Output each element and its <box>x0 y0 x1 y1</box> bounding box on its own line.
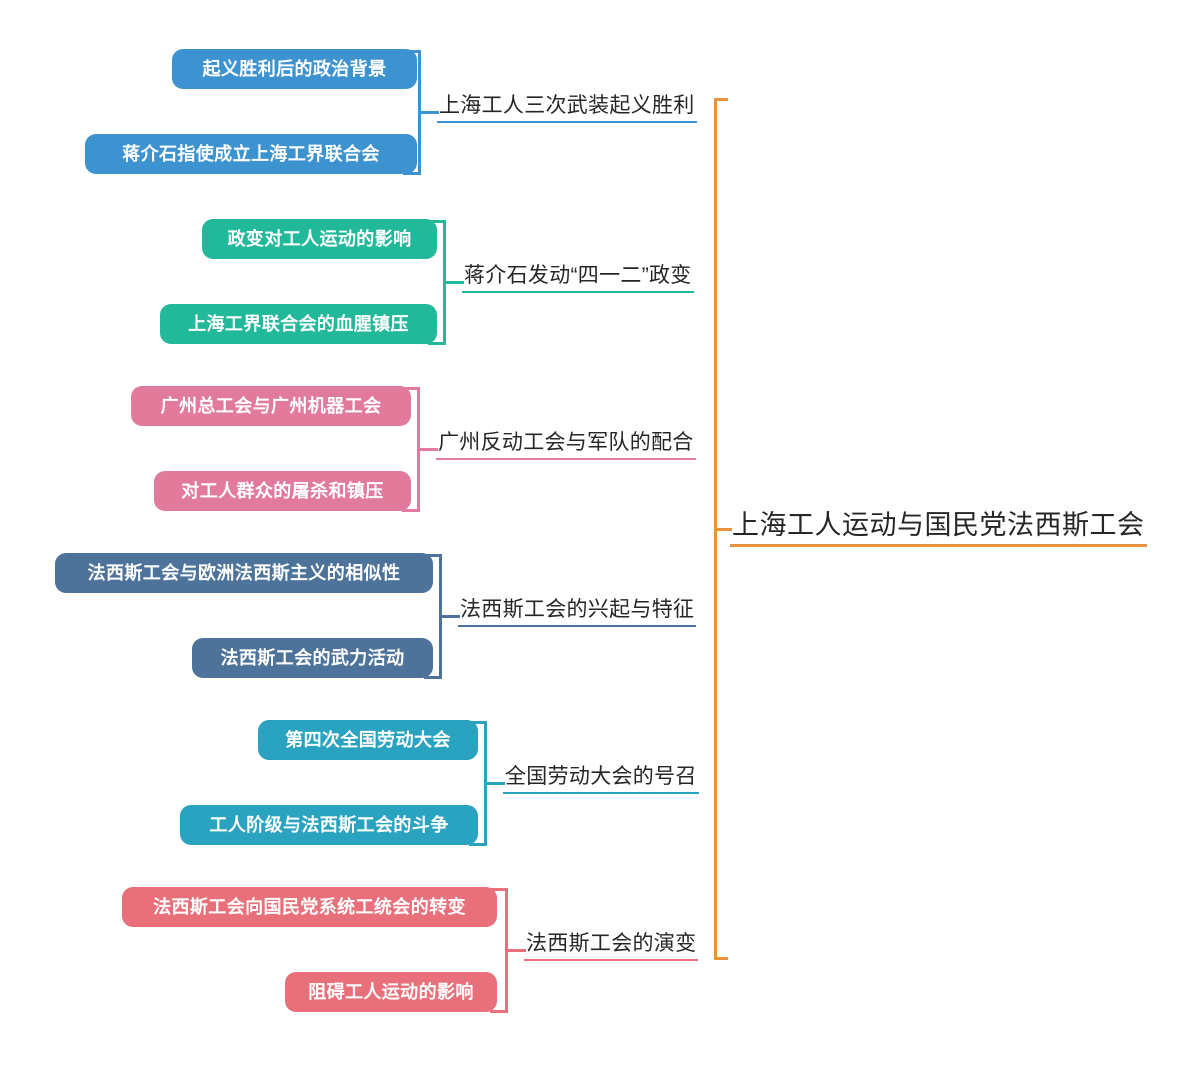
root-node-label: 上海工人运动与国民党法西斯工会 <box>732 510 1145 540</box>
root-spine-stub <box>714 528 732 531</box>
branch-bracket-stub <box>487 782 505 785</box>
leaf-node[interactable]: 第四次全国劳动大会 <box>258 720 478 760</box>
branch-bracket-stub <box>442 615 460 618</box>
branch-label-underline <box>458 625 697 627</box>
branch-label-text: 全国劳动大会的号召 <box>505 765 697 788</box>
branch-label-underline <box>524 959 699 961</box>
branch-label-text: 法西斯工会的演变 <box>526 932 697 955</box>
branch-label[interactable]: 法西斯工会的兴起与特征 <box>458 598 697 627</box>
leaf-node[interactable]: 工人阶级与法西斯工会的斗争 <box>180 805 478 845</box>
branch-label[interactable]: 蒋介石发动“四一二”政变 <box>462 265 694 293</box>
branch-label-text: 上海工人三次武装起义胜利 <box>439 94 695 117</box>
branch-bracket-stub <box>420 448 438 451</box>
leaf-node[interactable]: 阻碍工人运动的影响 <box>285 972 497 1012</box>
branch-label-underline <box>436 458 696 460</box>
branch-bracket <box>403 50 421 175</box>
branch-bracket-stub <box>446 281 464 284</box>
leaf-node[interactable]: 法西斯工会的武力活动 <box>192 638 433 678</box>
branch-bracket <box>469 721 487 846</box>
branch-bracket <box>490 888 508 1013</box>
branch-label-underline <box>462 291 694 293</box>
leaf-node[interactable]: 上海工界联合会的血腥镇压 <box>160 304 437 344</box>
branch-label-underline <box>503 792 699 794</box>
leaf-node[interactable]: 起义胜利后的政治背景 <box>172 49 417 89</box>
leaf-node[interactable]: 蒋介石指使成立上海工界联合会 <box>85 134 417 174</box>
branch-label[interactable]: 法西斯工会的演变 <box>524 932 699 961</box>
branch-label-text: 法西斯工会的兴起与特征 <box>460 598 695 621</box>
branch-label[interactable]: 上海工人三次武装起义胜利 <box>437 95 697 123</box>
leaf-node[interactable]: 对工人群众的屠杀和镇压 <box>154 471 411 511</box>
branch-label-text: 广州反动工会与军队的配合 <box>438 431 694 454</box>
branch-label-text: 蒋介石发动“四一二”政变 <box>464 264 692 287</box>
root-node[interactable]: 上海工人运动与国民党法西斯工会 <box>730 512 1147 547</box>
branch-bracket <box>402 387 420 512</box>
leaf-node[interactable]: 政变对工人运动的影响 <box>202 219 437 259</box>
leaf-node[interactable]: 广州总工会与广州机器工会 <box>131 386 411 426</box>
root-node-underline <box>730 544 1147 547</box>
branch-bracket <box>424 554 442 679</box>
leaf-node[interactable]: 法西斯工会向国民党系统工统会的转变 <box>122 887 497 927</box>
leaf-node[interactable]: 法西斯工会与欧洲法西斯主义的相似性 <box>55 553 433 593</box>
branch-bracket-stub <box>421 111 439 114</box>
branch-bracket-stub <box>508 949 526 952</box>
branch-bracket <box>428 220 446 345</box>
branch-label[interactable]: 全国劳动大会的号召 <box>503 766 699 794</box>
branch-label-underline <box>437 121 697 123</box>
branch-label[interactable]: 广州反动工会与军队的配合 <box>436 432 696 460</box>
